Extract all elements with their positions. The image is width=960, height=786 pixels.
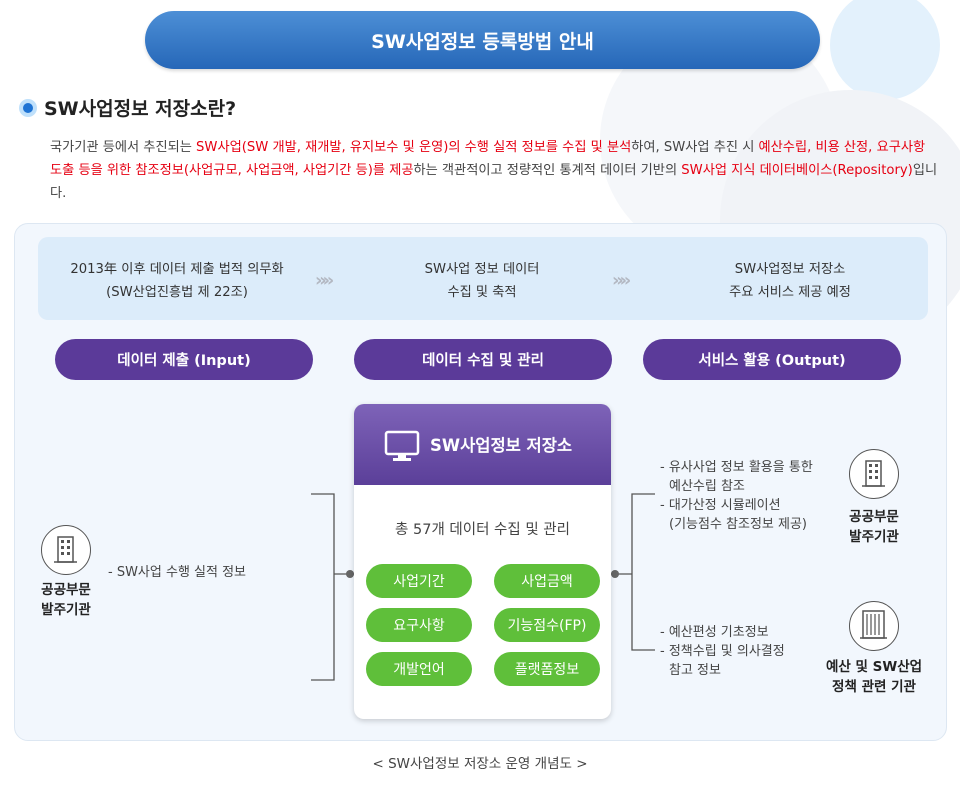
input-org: 공공부문 발주기관 <box>26 580 106 620</box>
output-desc-1: - 유사사업 정보 활용을 통한 예산수립 참조 - 대가산정 시뮬레이션 (기… <box>660 458 813 534</box>
input-desc: - SW사업 수행 실적 정보 <box>108 565 247 580</box>
intro-highlight: SW사업(SW 개발, 재개발, 유지보수 및 운영)의 수행 실적 정보를 수… <box>196 140 632 155</box>
chevron-right-icon: »» <box>612 270 631 291</box>
timeline-step-3: SW사업정보 저장소 주요 서비스 제공 예정 <box>655 258 925 304</box>
intro-highlight: 예산수립, 비용 산정, 요구사항 도출 등을 위한 참조정보(사업규모, 사업… <box>50 140 926 178</box>
background-circle <box>830 0 940 100</box>
step-line: 2013年 이후 데이터 제출 법적 의무화 <box>70 262 284 277</box>
office-building-icon <box>849 601 899 651</box>
intro-text: 하는 객관적이고 정량적인 통계적 데이터 기반의 <box>413 163 682 178</box>
repository-count: 총 57개 데이터 수집 및 관리 <box>395 522 570 538</box>
intro-text: 입니다. <box>50 163 938 201</box>
monitor-icon <box>384 430 420 461</box>
output-bracket <box>631 493 655 651</box>
desc-line: 예산수립 참조 <box>669 479 745 494</box>
chevron-right-icon: »» <box>315 270 334 291</box>
desc-line: - 대가산정 시뮬레이션 <box>660 498 781 513</box>
desc-line: (기능점수 참조정보 제공) <box>669 517 808 532</box>
phase-manage: 데이터 수집 및 관리 <box>354 339 612 380</box>
diagram-caption: < SW사업정보 저장소 운영 개념도 > <box>372 756 588 772</box>
org-line: 예산 및 SW산업 <box>825 659 923 675</box>
connector-dot <box>346 570 354 578</box>
repository-header: SW사업정보 저장소 <box>354 404 611 485</box>
data-item: 사업기간 <box>366 564 472 598</box>
timeline-band <box>38 237 928 320</box>
repository-title: SW사업정보 저장소 <box>430 436 573 455</box>
step-line: (SW산업진흥법 제 22조) <box>106 285 248 300</box>
intro-highlight: SW사업 지식 데이터베이스(Repository) <box>681 163 913 178</box>
intro-text: 하여, SW사업 추진 시 <box>631 140 759 155</box>
desc-line: - 정책수립 및 의사결정 <box>660 644 785 659</box>
data-item: 개발언어 <box>366 652 472 686</box>
step-line: SW사업정보 저장소 <box>734 262 846 277</box>
timeline-step-1: 2013年 이후 데이터 제출 법적 의무화 (SW산업진흥법 제 22조) <box>42 258 312 304</box>
output-org-1: 공공부문 발주기관 <box>834 507 914 547</box>
repository-card: SW사업정보 저장소 총 57개 데이터 수집 및 관리 사업기간 사업금액 요… <box>354 404 611 719</box>
step-line: SW사업 정보 데이터 <box>424 262 540 277</box>
data-item: 기능점수(FP) <box>494 608 600 642</box>
output-org-2: 예산 및 SW산업 정책 관련 기관 <box>812 657 936 697</box>
data-item: 플랫폼정보 <box>494 652 600 686</box>
phase-input: 데이터 제출 (Input) <box>55 339 313 380</box>
desc-line: 참고 정보 <box>669 663 721 678</box>
org-line: 정책 관련 기관 <box>832 679 916 695</box>
data-item: 사업금액 <box>494 564 600 598</box>
page-title: SW사업정보 등록방법 안내 <box>371 30 594 53</box>
desc-line: - 유사사업 정보 활용을 통한 <box>660 460 813 475</box>
section-bullet-icon <box>19 99 37 117</box>
desc-line: - 예산편성 기초정보 <box>660 625 769 640</box>
section-title: SW사업정보 저장소란? <box>44 98 237 120</box>
data-item: 요구사항 <box>366 608 472 642</box>
org-line: 발주기관 <box>849 529 899 545</box>
connector-dot <box>611 570 619 578</box>
org-line: 공공부문 <box>41 582 91 598</box>
building-icon <box>849 449 899 499</box>
timeline-step-2: SW사업 정보 데이터 수집 및 축적 <box>347 258 617 304</box>
output-desc-2: - 예산편성 기초정보 - 정책수립 및 의사결정 참고 정보 <box>660 623 785 680</box>
org-line: 공공부문 <box>849 509 899 525</box>
page-title-bar: SW사업정보 등록방법 안내 <box>145 11 820 69</box>
intro-text: 국가기관 등에서 추진되는 <box>50 140 197 155</box>
building-icon <box>41 525 91 575</box>
step-line: 수집 및 축적 <box>447 285 517 300</box>
intro-paragraph: 국가기관 등에서 추진되는 SW사업(SW 개발, 재개발, 유지보수 및 운영… <box>50 136 940 205</box>
step-line: 주요 서비스 제공 예정 <box>729 285 851 300</box>
org-line: 발주기관 <box>41 602 91 618</box>
phase-output: 서비스 활용 (Output) <box>643 339 901 380</box>
input-bracket <box>311 493 335 681</box>
